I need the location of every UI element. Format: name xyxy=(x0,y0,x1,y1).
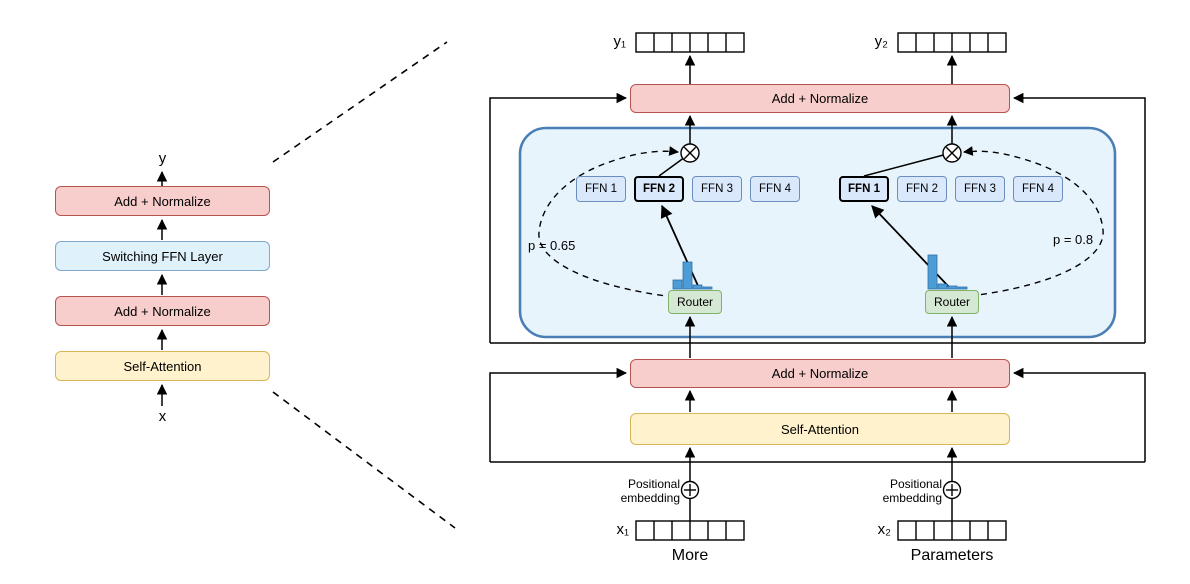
left-add-normalize-bottom-box: Add + Normalize xyxy=(55,296,270,326)
token-grid-x2 xyxy=(897,520,1007,541)
router-right-box: Router xyxy=(925,290,979,314)
flow-arrows xyxy=(658,54,958,521)
ffn-expert-box: FFN 4 xyxy=(750,176,800,202)
positional-embedding-label-right: Positional embedding xyxy=(882,477,942,506)
router-histogram-left xyxy=(672,261,713,290)
residual-connection-top xyxy=(489,92,1146,344)
histogram-bar xyxy=(937,283,948,290)
ffn-expert-box: FFN 4 xyxy=(1013,176,1063,202)
input-token-word-left: More xyxy=(671,547,709,564)
histogram-bar xyxy=(692,284,703,290)
left-switching-ffn-layer-box: Switching FFN Layer xyxy=(55,241,270,271)
input-label-x1: x₁ xyxy=(616,521,629,538)
token-grid-y2 xyxy=(897,32,1007,53)
router-histogram-right xyxy=(927,254,968,290)
router-left-box: Router xyxy=(668,290,722,314)
multiply-icon-right xyxy=(942,143,962,163)
add-normalize-mid-box: Add + Normalize xyxy=(630,359,1010,388)
ffn-expert-box: FFN 3 xyxy=(955,176,1005,202)
positional-embedding-label-left: Positional embedding xyxy=(620,477,680,506)
ffn-expert-box: FFN 2 xyxy=(897,176,947,202)
gate-probability-left: p = 0.65 xyxy=(528,238,576,253)
ffn-expert-box: FFN 2 xyxy=(634,176,684,202)
histogram-bar xyxy=(702,286,713,290)
input-label-x2: x₂ xyxy=(877,521,891,538)
ffn-expert-box: FFN 3 xyxy=(692,176,742,202)
token-grid-x1 xyxy=(635,520,745,541)
histogram-bar xyxy=(927,254,938,290)
ffn-expert-box: FFN 1 xyxy=(576,176,626,202)
output-label-y1: y₁ xyxy=(613,33,626,50)
ffn-expert-box: FFN 1 xyxy=(839,176,889,202)
multiply-icon-left xyxy=(680,143,700,163)
left-output-label: y xyxy=(158,150,167,167)
gate-probability-right: p = 0.8 xyxy=(1053,232,1094,247)
histogram-bar xyxy=(957,286,968,290)
plus-icon-right xyxy=(942,480,962,500)
output-label-y2: y₂ xyxy=(874,33,888,50)
self-attention-box: Self-Attention xyxy=(630,413,1010,445)
plus-icon-left xyxy=(680,480,700,500)
left-input-label: x xyxy=(158,408,167,425)
histogram-bar xyxy=(672,279,683,290)
histogram-bar xyxy=(947,285,958,290)
token-grid-y1 xyxy=(635,32,745,53)
histogram-bar xyxy=(682,261,693,290)
zoom-dashed-lines xyxy=(272,41,456,529)
left-self-attention-box: Self-Attention xyxy=(55,351,270,381)
left-add-normalize-top-box: Add + Normalize xyxy=(55,186,270,216)
residual-connection-bottom xyxy=(489,367,1146,463)
input-token-word-right: Parameters xyxy=(910,547,994,564)
add-normalize-top-box: Add + Normalize xyxy=(630,84,1010,113)
